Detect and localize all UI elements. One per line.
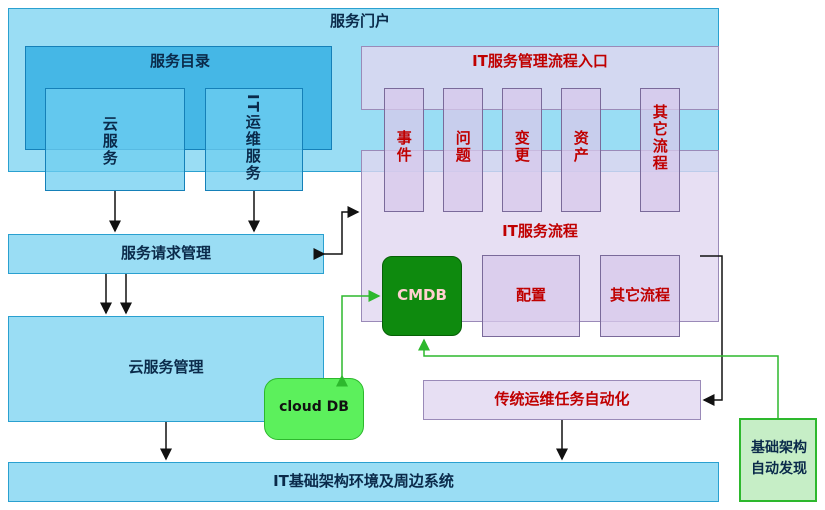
other-process-label: 其它流程	[609, 286, 670, 304]
ops-automation	[423, 380, 701, 420]
process-other-label: 其它流程	[650, 104, 669, 172]
cmdb-label: CMDB	[397, 286, 447, 304]
it-infrastructure	[8, 462, 719, 502]
catalog-item-cloud-label: 云服务	[100, 116, 119, 167]
ops-automation-label: 传统运维任务自动化	[494, 390, 630, 408]
process-change	[502, 88, 542, 212]
catalog-item-cloud	[45, 88, 185, 191]
it-infrastructure-label: IT基础架构环境及周边系统	[273, 472, 454, 490]
catalog-item-it-ops-label: IT运维服务	[243, 94, 262, 182]
cmdb-box	[382, 256, 462, 336]
service-catalog-title: 服务目录	[149, 52, 210, 70]
arrow-request-to-process	[313, 206, 360, 260]
process-incident-label: 事件	[394, 130, 413, 164]
it-service-process-title: IT服务流程	[502, 222, 578, 240]
process-problem	[443, 88, 483, 212]
process-change-label: 变更	[512, 130, 531, 164]
arrow-clouddb-cmdb	[336, 290, 381, 387]
cloud-db-label: cloud DB	[279, 399, 349, 415]
cloud-service-mgmt-label: 云服务管理	[128, 358, 204, 376]
other-process-box	[600, 255, 680, 337]
cloud-db-box	[264, 378, 364, 440]
auto-discovery-label: 基础架构自动发现	[751, 440, 807, 477]
service-request-label: 服务请求管理	[120, 244, 211, 262]
catalog-item-it-ops	[205, 88, 303, 191]
process-asset	[561, 88, 601, 212]
config-label: 配置	[515, 286, 546, 304]
service-request-management	[8, 234, 324, 274]
config-box	[482, 255, 580, 337]
process-asset-label: 资产	[571, 130, 590, 164]
service-portal-title: 服务门户	[329, 12, 390, 30]
arrow-process-to-automation	[700, 255, 723, 406]
process-problem-label: 问题	[453, 130, 472, 164]
auto-discovery	[739, 418, 817, 502]
process-other	[640, 88, 680, 212]
arrow-discovery-to-cmdb	[418, 338, 779, 418]
process-incident	[384, 88, 424, 212]
itsm-entry-title: IT服务管理流程入口	[472, 52, 608, 70]
